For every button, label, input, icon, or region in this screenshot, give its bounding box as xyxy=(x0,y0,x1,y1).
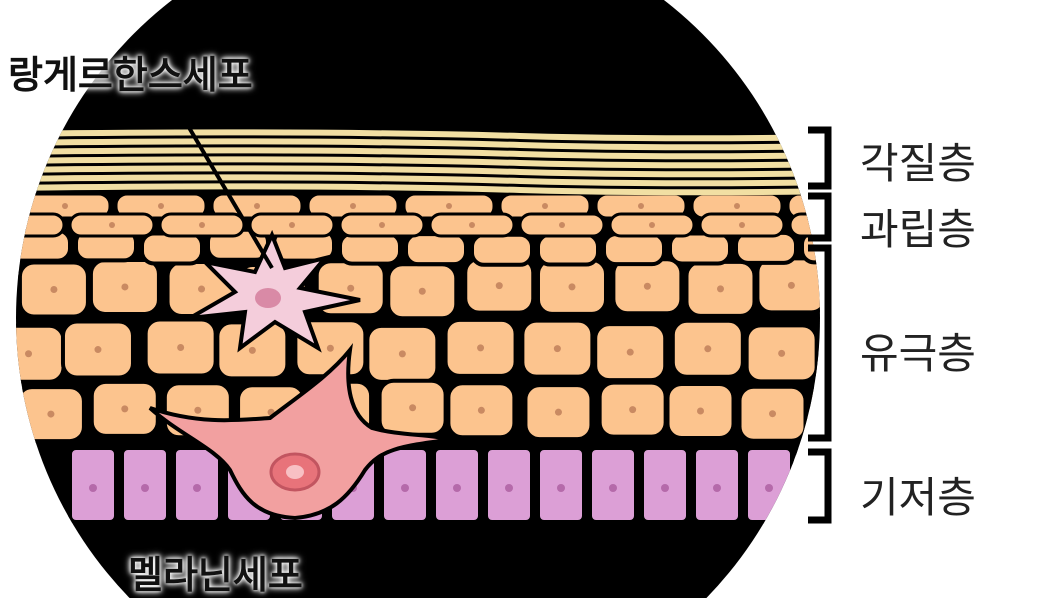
bracket-granulosum xyxy=(808,196,828,238)
layer-label-spinosum: 유극층 xyxy=(860,320,976,381)
spinous-cell xyxy=(538,235,598,265)
spinous-cell xyxy=(670,233,730,263)
spinous-cell xyxy=(142,233,202,263)
melanocyte-label: 멜라닌세포 xyxy=(128,544,303,599)
langerhans-cell-label: 랑게르한스세포 xyxy=(8,44,253,99)
layer-label-granulosum: 과립층 xyxy=(860,196,976,257)
spinous-cell xyxy=(406,234,466,264)
basal-cell xyxy=(798,448,844,522)
bracket-corneum xyxy=(808,130,828,186)
spinous-cell xyxy=(812,384,878,438)
stratum-granulosum-cells xyxy=(0,194,878,236)
bracket-basale xyxy=(808,452,828,520)
layer-label-corneum: 각질층 xyxy=(860,130,976,191)
granular-cell xyxy=(0,214,64,236)
spinous-cell xyxy=(472,235,532,265)
stratum-basale-cells xyxy=(70,448,844,522)
spinous-cell xyxy=(340,234,400,264)
layer-label-basale: 기저층 xyxy=(860,464,976,525)
spinous-cell xyxy=(604,234,664,264)
